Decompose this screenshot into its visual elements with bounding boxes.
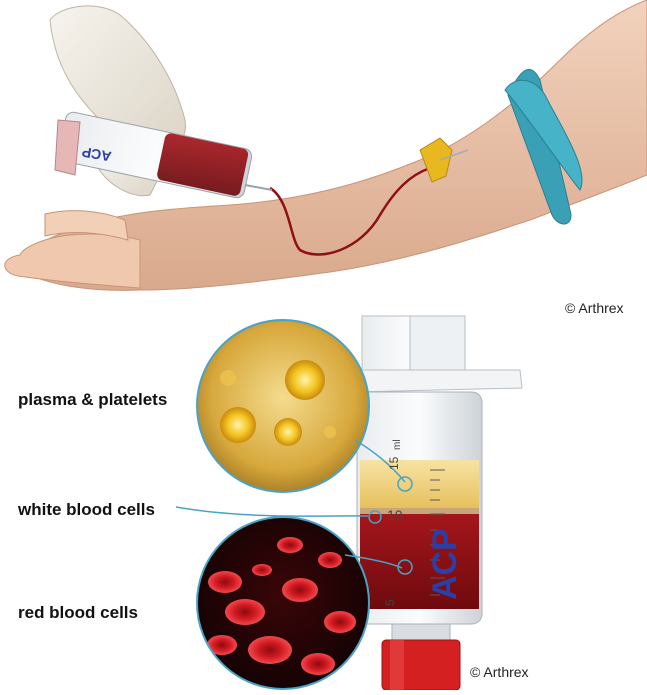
copyright-credit-bottom: © Arthrex	[470, 664, 529, 680]
syringe-large	[352, 316, 522, 690]
plasma-magnification	[197, 320, 369, 492]
unit-label: ml	[392, 439, 403, 450]
red-cell-magnification	[197, 517, 369, 689]
label-plasma-platelets: plasma & platelets	[18, 390, 167, 410]
scale-mark-5: 5	[383, 599, 397, 606]
scale-mark-15: 15	[387, 456, 401, 470]
label-red-blood-cells: red blood cells	[18, 603, 138, 623]
label-white-blood-cells: white blood cells	[18, 500, 155, 520]
scale-mark-10: 10	[387, 507, 403, 523]
brand-text: ACP	[426, 528, 464, 600]
copyright-credit-top: © Arthrex	[565, 300, 624, 316]
